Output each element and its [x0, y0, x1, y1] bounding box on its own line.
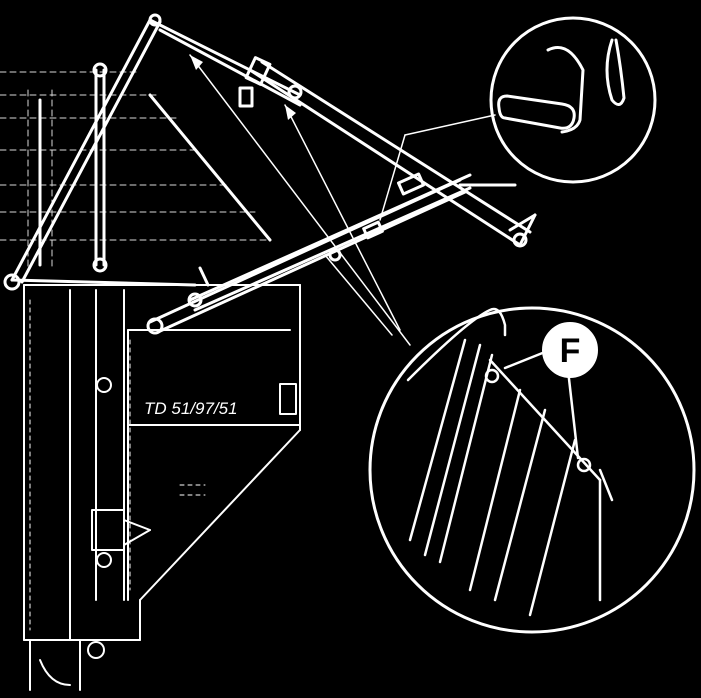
chassis-body — [23, 284, 301, 691]
chassis-hidden-lines — [29, 299, 206, 631]
leader-lines — [189, 54, 496, 346]
linch-pin-icon — [497, 38, 626, 134]
callout-letter: F — [560, 332, 581, 370]
lower-boom-arm — [146, 172, 517, 335]
detail-circle-bracket — [368, 306, 696, 634]
callout-marker: F — [542, 322, 598, 378]
leader-arrowheads — [190, 55, 296, 120]
detail-circle-pin — [489, 16, 657, 184]
folding-arm-frame — [3, 13, 302, 291]
bracket-hinge-icon — [406, 307, 614, 617]
upper-boom-arm — [238, 56, 537, 248]
drawing-reference: TD 51/97/51 — [144, 399, 238, 418]
